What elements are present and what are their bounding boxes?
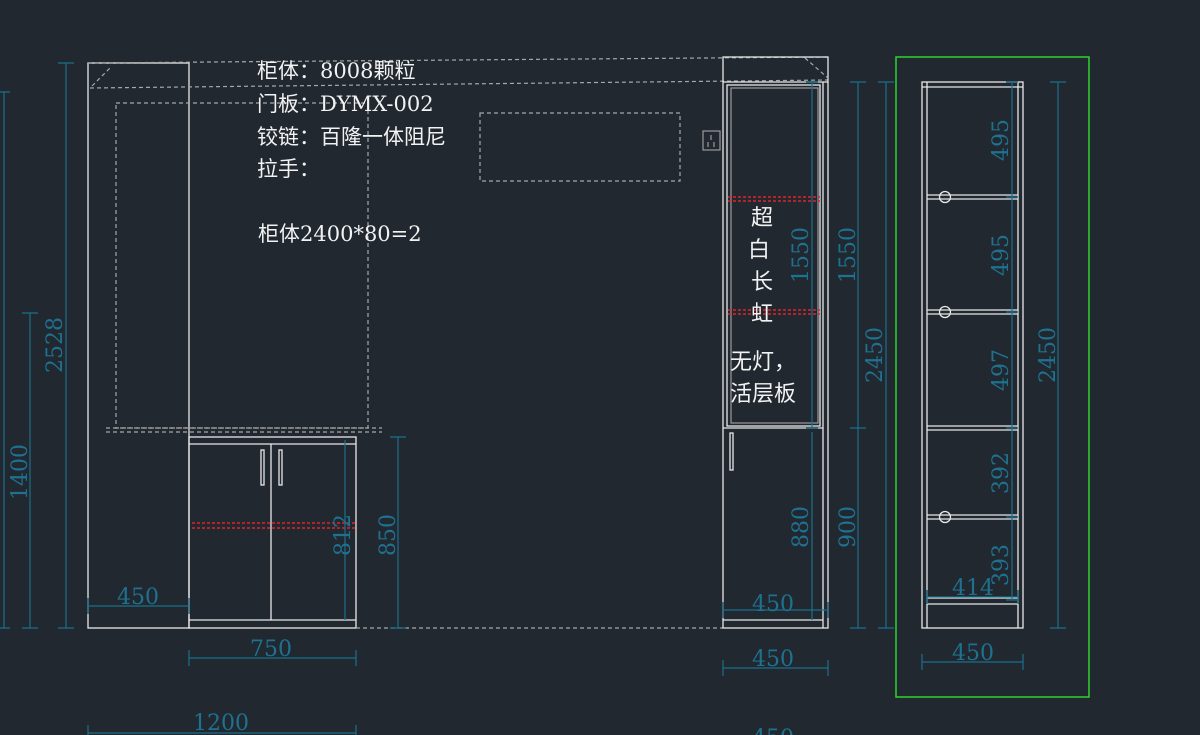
right-dimensions: 495 495 497 392 393 2450 414 450: [921, 81, 1066, 670]
base-cabinet[interactable]: [188, 436, 357, 629]
dim-1550-outer: 1550: [836, 227, 861, 283]
dashed-placeholder-box: [479, 112, 681, 182]
dim-850: 850: [376, 514, 401, 556]
selection-box[interactable]: [895, 56, 1090, 698]
dim-495-a: 495: [989, 119, 1014, 161]
tall-side-panel[interactable]: [87, 62, 190, 629]
dim-495-b: 495: [989, 234, 1014, 276]
red-marker-line: [192, 522, 355, 529]
dim-mid-bottom-cut: 450: [752, 726, 794, 735]
dim-right-450: 450: [952, 641, 994, 666]
dim-812: 812: [331, 514, 356, 556]
dim-2450-mid: 2450: [863, 327, 888, 383]
base-cabinet-doors: [189, 443, 356, 621]
dim-1400: 1400: [8, 444, 33, 500]
note-handle: 拉手：: [257, 157, 320, 181]
left-dimensions: 2528 1400 450 812 850 750 1200: [0, 62, 406, 735]
dim-750: 750: [250, 637, 292, 662]
door-handle-right: [278, 449, 283, 486]
dim-1200: 1200: [193, 711, 249, 735]
dim-mid-inner-450: 450: [752, 592, 794, 617]
label-char-2: 白: [748, 238, 770, 263]
red-marker-lines: [728, 196, 820, 315]
note-calc: 柜体2400*80=2: [258, 222, 422, 246]
left-cabinet[interactable]: [87, 56, 829, 629]
door-handle: [729, 432, 734, 471]
middle-cabinet[interactable]: [722, 56, 829, 629]
upper-dashed-recess: [115, 102, 369, 429]
label-no-light: 无灯，: [730, 350, 796, 375]
right-cabinet[interactable]: [921, 81, 1024, 629]
dim-393: 393: [989, 544, 1014, 586]
recess-bottom-dashed: [106, 427, 382, 433]
shelf-pin-icon: [938, 305, 952, 319]
shelf-pin-icon: [938, 510, 952, 524]
note-door-panel: 门板：DYMX-002: [257, 92, 434, 116]
middle-dimensions: 1550 1550 900 2450 880 450 450 450: [722, 81, 894, 735]
dim-880: 880: [789, 506, 814, 548]
dim-2450-right: 2450: [1036, 327, 1061, 383]
dim-497: 497: [989, 349, 1014, 391]
socket-icon: [702, 130, 721, 151]
door-handle-left: [260, 449, 265, 486]
label-char-3: 长: [751, 270, 773, 295]
label-char-1: 超: [751, 206, 773, 231]
dim-392: 392: [989, 452, 1014, 494]
dim-left-450: 450: [117, 585, 159, 610]
shelves: [927, 194, 1018, 605]
label-adjustable-shelf: 活层板: [730, 382, 796, 407]
top-dashed-outline: [87, 56, 829, 89]
dim-900: 900: [836, 506, 861, 548]
note-cabinet-body: 柜体：8008颗粒: [257, 59, 415, 83]
shelf-pin-icon: [938, 190, 952, 204]
dim-414: 414: [952, 576, 994, 601]
label-char-4: 虹: [751, 302, 773, 327]
dim-2528: 2528: [43, 317, 68, 373]
dim-mid-450: 450: [752, 647, 794, 672]
dim-1550-inner: 1550: [789, 227, 814, 283]
note-hinge: 铰链：百隆一体阻尼: [257, 125, 446, 149]
